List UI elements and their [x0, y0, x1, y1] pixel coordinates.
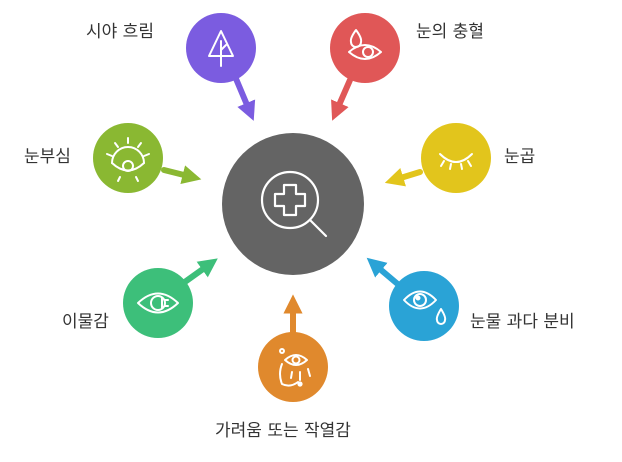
center-node: [222, 133, 364, 275]
node-tearing: [366, 257, 459, 341]
label-itching: 가려움 또는 작열감: [215, 421, 351, 441]
label-blurred-vision: 시야 흐림: [86, 22, 154, 42]
eye-foreign-body-icon: [137, 292, 179, 314]
node-foreign-body: [123, 258, 218, 338]
node-glare: [93, 123, 202, 193]
label-tearing: 눈물 과다 분비: [470, 312, 575, 332]
arrow-eye-discharge: [384, 168, 423, 187]
label-foreign-body: 이물감: [62, 312, 109, 332]
label-eye-discharge: 눈곱: [504, 147, 536, 167]
label-red-eyes: 눈의 충혈: [416, 22, 484, 42]
itchy-eye-icon: [279, 348, 311, 387]
node-blurred-vision: [186, 13, 256, 121]
arrow-glare: [161, 165, 202, 184]
sun-eye-icon: [106, 137, 150, 182]
tree-icon: [208, 30, 234, 67]
label-glare: 눈부심: [24, 147, 71, 167]
arrow-tearing: [366, 257, 403, 289]
node-eye-discharge: [384, 123, 491, 193]
arrow-blurred-vision: [231, 71, 256, 121]
medical-search-icon: [260, 170, 328, 238]
node-red-eyes: [330, 13, 400, 121]
eye-tear-icon: [403, 290, 447, 325]
eye-drop-icon: [348, 29, 382, 60]
arrow-red-eyes: [331, 77, 353, 121]
arrow-foreign-body: [179, 258, 218, 287]
node-itching: [258, 294, 328, 402]
closed-eye-icon: [439, 153, 473, 170]
